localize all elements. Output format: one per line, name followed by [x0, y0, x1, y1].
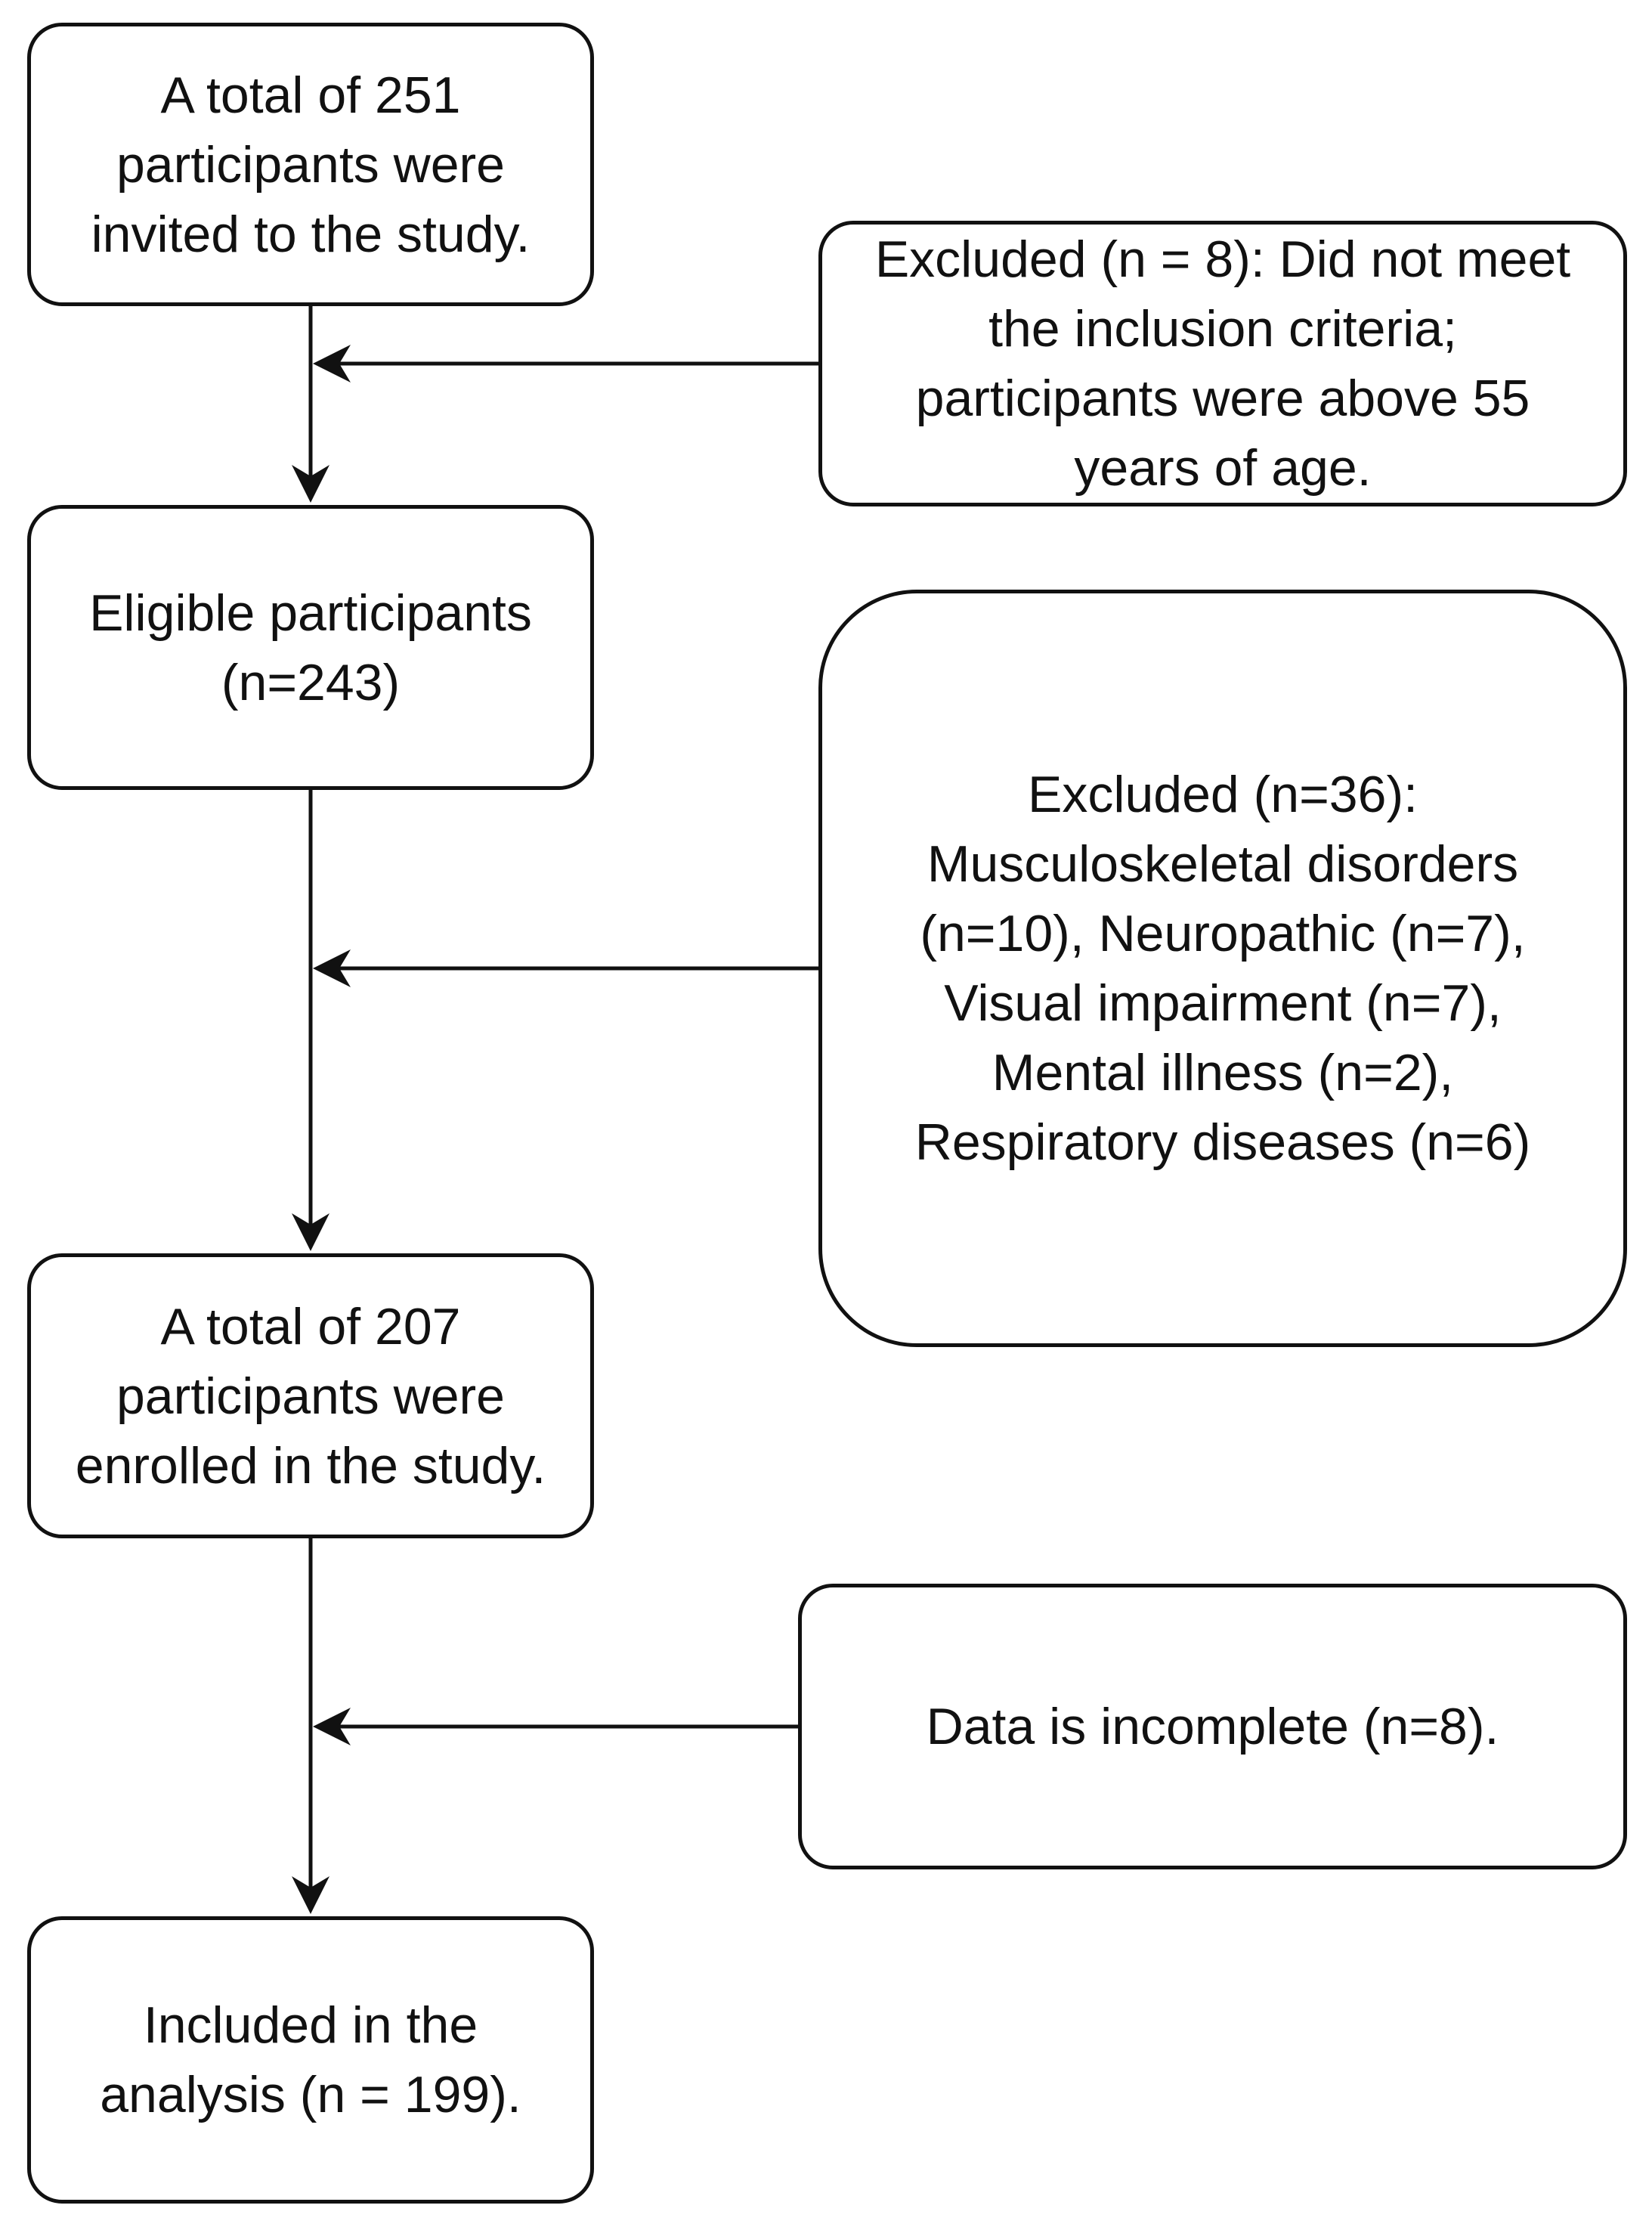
node-included: Included in the analysis (n = 199).	[27, 1916, 594, 2204]
node-eligible-text: Eligible participants (n=243)	[89, 584, 532, 711]
node-included-text: Included in the analysis (n = 199).	[100, 1996, 521, 2123]
node-invited-text: A total of 251 participants were invited…	[91, 66, 531, 263]
node-enrolled-text: A total of 207 participants were enrolle…	[75, 1297, 546, 1494]
node-incomplete-text: Data is incomplete (n=8).	[926, 1698, 1499, 1755]
node-invited: A total of 251 participants were invited…	[27, 23, 594, 306]
node-eligible: Eligible participants (n=243)	[27, 505, 594, 790]
node-incomplete: Data is incomplete (n=8).	[798, 1584, 1627, 1869]
node-excluded-age: Excluded (n = 8): Did not meet the inclu…	[818, 221, 1627, 506]
node-excluded-age-text: Excluded (n = 8): Did not meet the inclu…	[874, 231, 1571, 497]
node-excluded-health: Excluded (n=36): Musculoskeletal disorde…	[818, 590, 1627, 1347]
node-excluded-health-text: Excluded (n=36): Musculoskeletal disorde…	[914, 766, 1531, 1171]
node-enrolled: A total of 207 participants were enrolle…	[27, 1253, 594, 1538]
